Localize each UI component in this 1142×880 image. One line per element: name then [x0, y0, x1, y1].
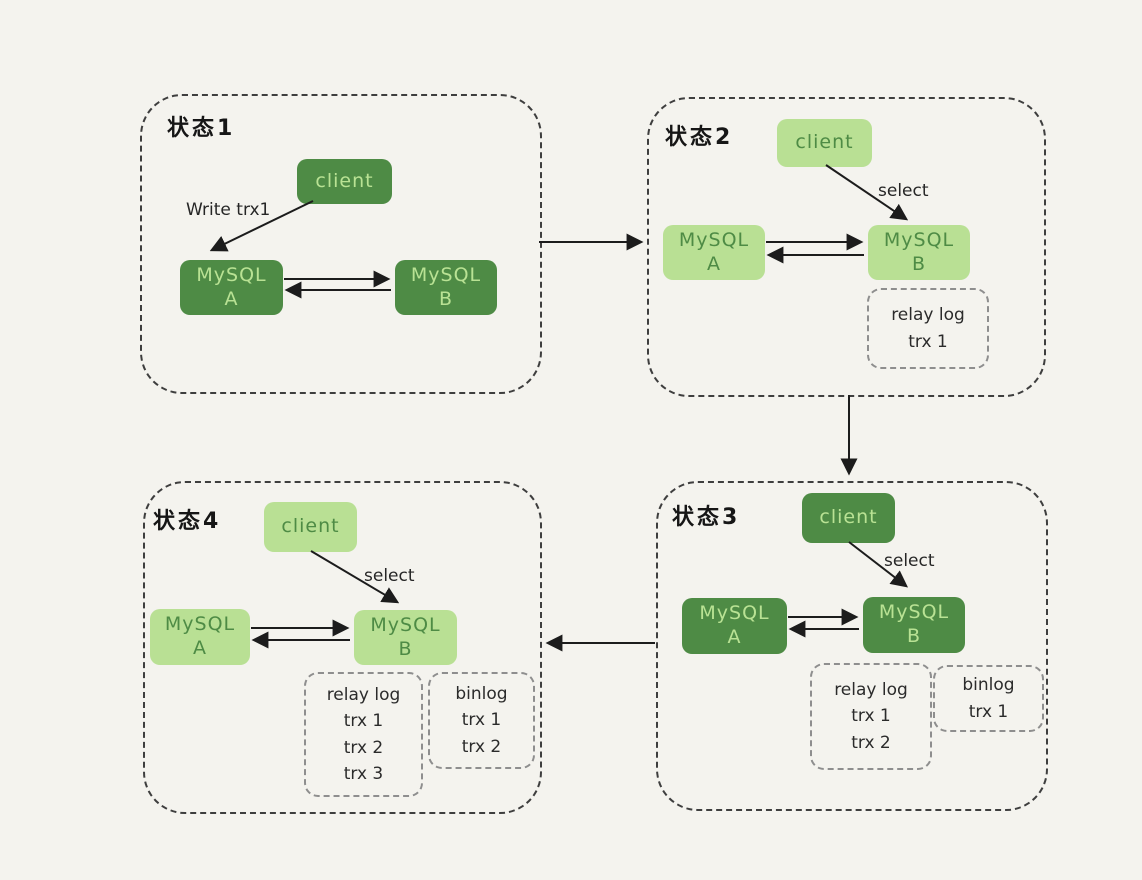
panel-state-1-title: 状态1	[167, 116, 236, 141]
state3-binlog-box: binlog trx 1	[933, 665, 1044, 732]
state4-mysql-a-line1: MySQL	[164, 613, 236, 636]
state2-mysql-a-node: MySQL A	[663, 225, 765, 280]
panel-state-1: 状态1 client Write trx1 MySQL A MySQL B	[140, 94, 542, 394]
state4-relay-log-box: relay log trx 1 trx 2 trx 3	[304, 672, 423, 797]
relay-log-entry: trx 3	[343, 763, 384, 784]
relay-log-entry: trx 1	[908, 331, 948, 352]
state2-client-label: client	[795, 131, 854, 154]
state4-client-label: client	[281, 515, 340, 538]
state2-relay-log-box: relay log trx 1	[867, 288, 989, 369]
state2-mysql-b-node: MySQL B	[868, 225, 970, 280]
relay-log-title: relay log	[834, 679, 908, 700]
relay-log-entry: trx 2	[343, 737, 384, 758]
state1-mysql-b-line1: MySQL	[410, 263, 482, 286]
state4-mysql-b-line2: B	[398, 637, 413, 660]
panel-state-4: 状态4 client select MySQL A MySQL B relay …	[143, 481, 542, 814]
state4-mysql-b-node: MySQL B	[354, 610, 457, 665]
state1-client-label: client	[315, 169, 374, 192]
binlog-entry: trx 1	[461, 710, 502, 731]
state1-client-node: client	[297, 159, 392, 204]
state3-mysql-b-node: MySQL B	[863, 597, 965, 653]
state1-mysql-a-node: MySQL A	[180, 260, 283, 315]
state1-mysql-a-line2: A	[224, 287, 239, 310]
panel-state-3: 状态3 client select MySQL A MySQL B relay …	[656, 481, 1048, 811]
relay-log-entry: trx 1	[851, 706, 891, 727]
state3-client-label: client	[819, 506, 878, 529]
panel-state-3-title: 状态3	[672, 505, 741, 530]
panel-state-2: 状态2 client select MySQL A MySQL B relay …	[647, 97, 1046, 397]
relay-log-entry: trx 2	[851, 732, 891, 753]
relay-log-entry: trx 1	[343, 711, 384, 732]
state2-mysql-a-line2: A	[707, 252, 721, 275]
state2-mysql-a-line1: MySQL	[678, 228, 750, 251]
state4-select-label: select	[364, 566, 415, 586]
relay-log-title: relay log	[326, 684, 401, 705]
state3-relay-log-box: relay log trx 1 trx 2	[810, 663, 932, 770]
binlog-entry: trx 2	[461, 736, 502, 757]
binlog-title: binlog	[455, 683, 508, 704]
panel-state-4-title: 状态4	[153, 509, 222, 534]
state4-mysql-a-node: MySQL A	[150, 609, 250, 665]
state1-write-trx1-label: Write trx1	[186, 200, 271, 220]
state3-mysql-a-line2: A	[727, 626, 742, 648]
state1-mysql-b-line2: B	[438, 287, 454, 310]
state4-mysql-b-line1: MySQL	[370, 613, 441, 636]
state1-mysql-b-node: MySQL B	[395, 260, 497, 315]
state4-client-node: client	[264, 502, 357, 552]
state2-mysql-b-line1: MySQL	[883, 228, 955, 251]
state3-mysql-b-line1: MySQL	[878, 601, 950, 624]
state4-mysql-a-line2: A	[193, 637, 207, 659]
state3-client-node: client	[802, 493, 895, 543]
state2-mysql-b-line2: B	[911, 252, 927, 275]
state2-client-node: client	[777, 119, 872, 167]
state2-select-label: select	[878, 181, 929, 201]
binlog-title: binlog	[962, 675, 1015, 696]
state4-binlog-box: binlog trx 1 trx 2	[428, 672, 535, 769]
binlog-entry: trx 1	[968, 701, 1009, 722]
state3-mysql-a-node: MySQL A	[682, 598, 787, 654]
state3-select-label: select	[884, 551, 935, 571]
state1-mysql-a-line1: MySQL	[196, 263, 267, 286]
state3-mysql-b-line2: B	[906, 625, 922, 647]
state3-mysql-a-line1: MySQL	[699, 602, 770, 625]
panel-state-2-title: 状态2	[665, 125, 734, 150]
relay-log-title: relay log	[891, 305, 965, 326]
